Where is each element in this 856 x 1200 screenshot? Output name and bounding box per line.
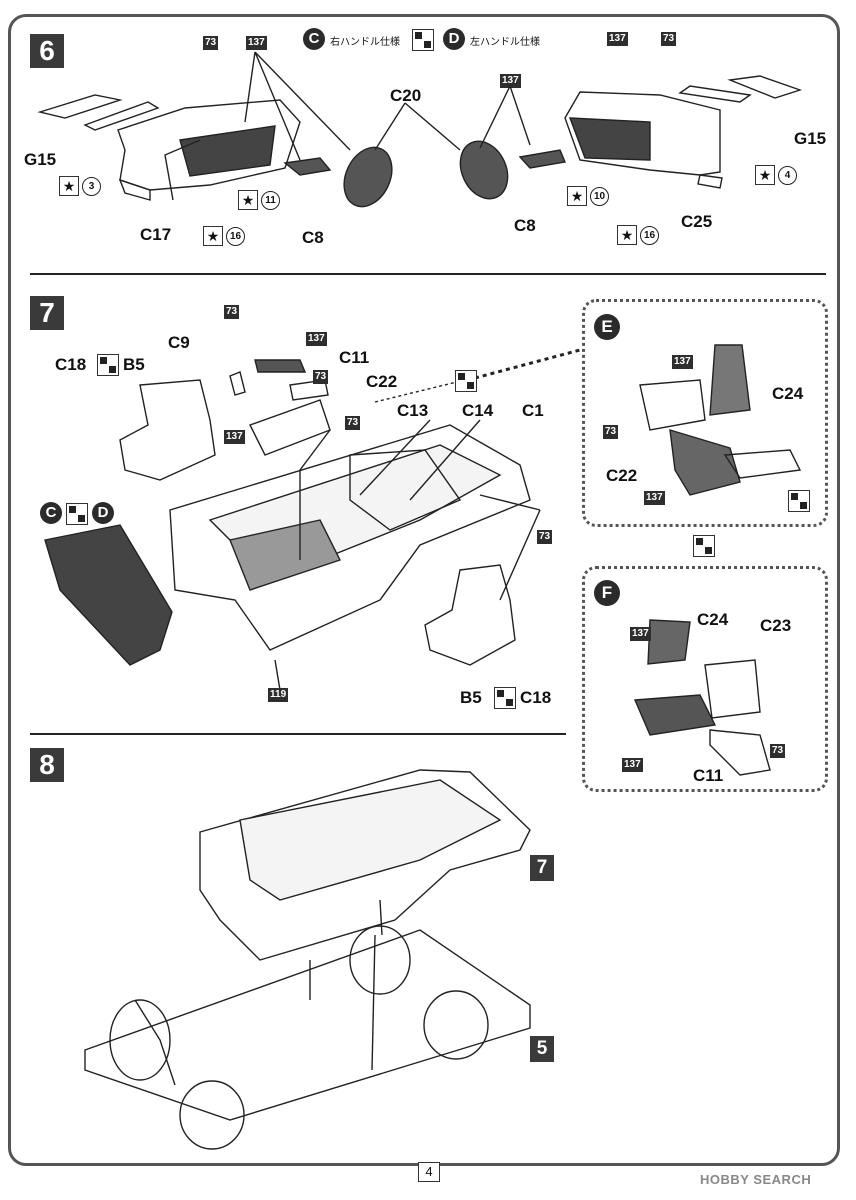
part-b5: B5 <box>460 688 482 707</box>
marker-number: 11 <box>261 191 280 210</box>
swap-symbol-icon <box>693 535 715 557</box>
part-c13: C13 <box>397 401 429 420</box>
step-6-number: 6 <box>30 34 64 68</box>
arrow-symbol-icon <box>455 370 477 392</box>
swap-symbol-icon <box>494 687 516 709</box>
page-number: 4 <box>418 1162 440 1182</box>
variant-c-badge: C <box>40 502 62 524</box>
detail-e-box <box>582 299 828 527</box>
marker-number: 4 <box>778 166 797 185</box>
paint-code: 73 <box>537 530 553 544</box>
watermark: HOBBY SEARCH <box>700 1172 812 1187</box>
paint-code: 73 <box>313 370 329 384</box>
paint-code: 73 <box>661 32 677 46</box>
part-c22: C22 <box>366 372 398 391</box>
cut-mark-icon <box>788 490 810 512</box>
paint-code: 73 <box>345 416 361 430</box>
part-c11: C11 <box>339 348 370 367</box>
part-c9: C9 <box>168 333 190 352</box>
legend-c-badge: C <box>303 28 325 50</box>
part-c24: C24 <box>697 610 729 629</box>
detail-f-badge: F <box>594 580 620 606</box>
star-icon: ★ <box>238 190 258 210</box>
paint-code: 119 <box>268 688 289 702</box>
paint-code: 73 <box>770 744 786 758</box>
part-c25: C25 <box>681 212 713 231</box>
part-b5: B5 <box>123 355 145 374</box>
variant-d-badge: D <box>92 502 114 524</box>
marker-number: 10 <box>590 187 609 206</box>
paint-code: 137 <box>607 32 628 46</box>
part-c20: C20 <box>390 86 422 105</box>
part-c11: C11 <box>693 766 724 785</box>
paint-code: 137 <box>622 758 643 772</box>
part-c18: C18 <box>55 355 87 374</box>
part-c22: C22 <box>606 466 638 485</box>
star-icon: ★ <box>617 225 637 245</box>
detail-f-box <box>582 566 828 792</box>
swap-symbol-icon <box>97 354 119 376</box>
star-icon: ★ <box>567 186 587 206</box>
part-g15-left: G15 <box>24 150 57 169</box>
part-c18: C18 <box>520 688 552 707</box>
ref-step-7: 7 <box>530 855 554 881</box>
star-icon: ★ <box>755 165 775 185</box>
divider-6-7 <box>30 273 826 275</box>
part-c8-right: C8 <box>514 216 536 235</box>
paint-code: 73 <box>203 36 219 50</box>
divider-7-8 <box>30 733 566 735</box>
paint-code: 137 <box>644 491 665 505</box>
part-c23: C23 <box>760 616 792 635</box>
part-c1: C1 <box>522 401 544 420</box>
paint-code: 137 <box>672 355 693 369</box>
legend-d-badge: D <box>443 28 465 50</box>
detail-e-badge: E <box>594 314 620 340</box>
step-8-number: 8 <box>30 748 64 782</box>
part-c8-left: C8 <box>302 228 324 247</box>
paint-code: 73 <box>603 425 619 439</box>
step-7-number: 7 <box>30 296 64 330</box>
star-icon: ★ <box>59 176 79 196</box>
part-c14: C14 <box>462 401 494 420</box>
paint-code: 137 <box>246 36 267 50</box>
ref-step-5: 5 <box>530 1036 554 1062</box>
legend-c-label: 右ハンドル仕様 <box>330 37 400 48</box>
paint-code: 137 <box>500 74 521 88</box>
marker-number: 3 <box>82 177 101 196</box>
arrow-symbol-icon <box>412 29 434 51</box>
paint-code: 137 <box>224 430 245 444</box>
legend-d-label: 左ハンドル仕様 <box>470 37 540 48</box>
marker-number: 16 <box>640 226 659 245</box>
part-g15-right: G15 <box>794 129 827 148</box>
paint-code: 73 <box>224 305 240 319</box>
paint-code: 137 <box>306 332 327 346</box>
part-c24: C24 <box>772 384 804 403</box>
paint-code: 137 <box>630 627 651 641</box>
star-icon: ★ <box>203 226 223 246</box>
part-c17: C17 <box>140 225 172 244</box>
marker-number: 16 <box>226 227 245 246</box>
swap-symbol-icon <box>66 503 88 525</box>
